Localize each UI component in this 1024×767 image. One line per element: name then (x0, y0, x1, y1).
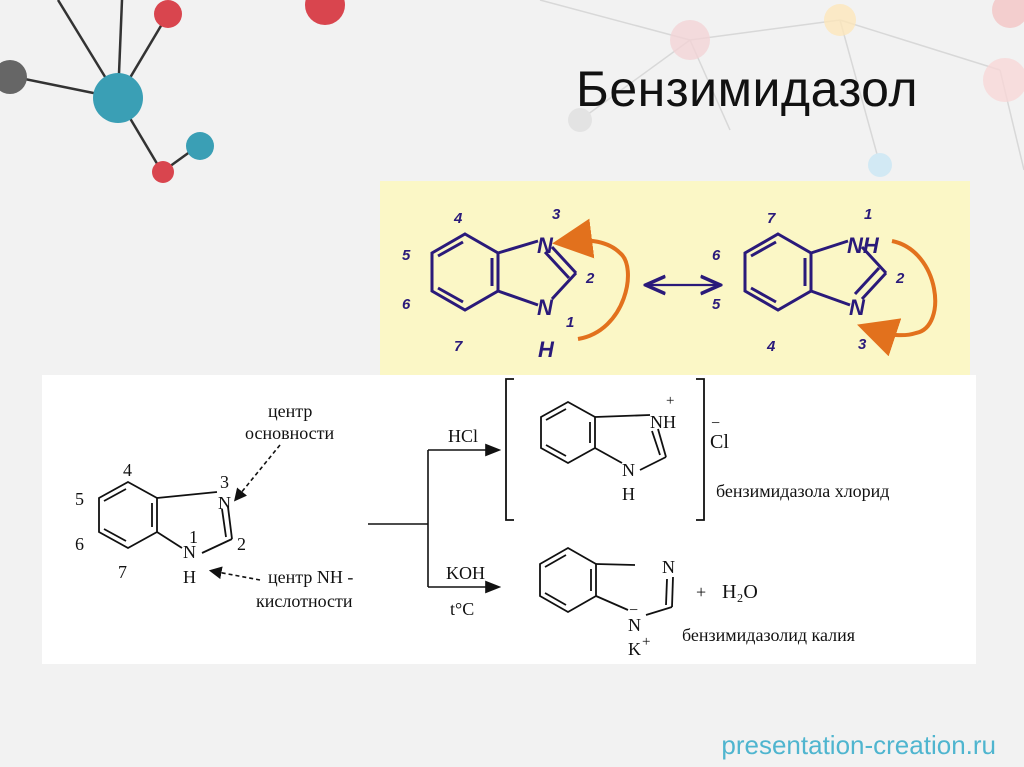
benz-label-2: 2 (237, 534, 246, 554)
reagent-koh: KOH (446, 563, 485, 583)
right-label-3: 3 (858, 336, 867, 353)
left-tautomer-structure (430, 232, 578, 312)
left-label-1: 1 (566, 314, 574, 331)
left-label-5: 5 (402, 247, 411, 264)
right-label-2: 2 (895, 270, 905, 287)
right-tautomer-structure (743, 232, 888, 312)
benz-label-1: 1 (189, 527, 198, 547)
product2-n3-atom: N (662, 557, 675, 577)
left-label-7: 7 (454, 338, 463, 355)
slide-title: Бензимидазол (576, 61, 919, 117)
acid-center-label-line1: центр NH - (268, 567, 353, 587)
left-label-3: 3 (552, 206, 561, 223)
left-h-atom: H (538, 337, 555, 362)
tautomer-panel: N N H 4 5 6 7 3 2 1 NH N 7 6 5 4 1 2 (380, 181, 970, 377)
product1-plus-charge: + (666, 393, 674, 409)
footer-url: presentation-creation.ru (721, 730, 996, 760)
right-label-4: 4 (766, 338, 776, 355)
basic-center-pointer (233, 444, 281, 502)
reaction-branch-lines (368, 450, 429, 587)
left-n1-atom: N (537, 295, 554, 320)
right-label-1: 1 (864, 206, 872, 223)
reagent-temperature: t°C (450, 599, 474, 619)
product1-brackets (505, 378, 705, 521)
right-nh-atom: NH (847, 233, 880, 258)
left-label-4: 4 (453, 210, 463, 227)
acid-center-pointer (208, 566, 261, 581)
product1-name: бензимидазола хлорид (716, 481, 889, 501)
left-label-2: 2 (585, 270, 595, 287)
benzimidazolium-structure (540, 400, 667, 471)
benz-n3-atom: N (218, 493, 231, 513)
benz-label-4: 4 (123, 460, 132, 480)
right-label-5: 5 (712, 296, 721, 313)
left-label-6: 6 (402, 296, 411, 313)
potassium-plus-charge: + (642, 634, 650, 650)
chloride-ion: Cl (710, 431, 729, 453)
benz-label-6: 6 (75, 534, 84, 554)
benzimidazole-structure (98, 480, 233, 554)
benz-n1-atom: N (183, 542, 196, 562)
water-formula: H₂O (722, 581, 758, 603)
product1-nh-atom: NH (650, 412, 676, 432)
reactions-diagram: N N H 4 5 6 7 3 2 1 центр основности цен… (75, 378, 889, 659)
basic-center-label-line1: центр (268, 401, 312, 421)
plus-sign: + (696, 582, 706, 602)
reactions-panel: N N H 4 5 6 7 3 2 1 центр основности цен… (42, 375, 976, 664)
benz-h-atom: H (183, 567, 196, 587)
product2-n1-atom: N (628, 615, 641, 635)
right-label-7: 7 (767, 210, 776, 227)
right-label-6: 6 (712, 247, 721, 264)
basic-center-label-line2: основности (245, 423, 335, 443)
product1-h-atom: H (622, 484, 635, 504)
benz-label-7: 7 (118, 562, 127, 582)
benz-label-5: 5 (75, 489, 84, 509)
potassium-atom: K (628, 639, 641, 659)
reagent-hcl: HCl (448, 426, 478, 446)
product2-minus-charge: − (629, 602, 638, 619)
product1-n-atom: N (622, 460, 635, 480)
right-proton-shift-arrow (857, 239, 938, 357)
product2-name: бензимидазолид калия (682, 625, 855, 645)
tautomer-diagram: N N H 4 5 6 7 3 2 1 NH N 7 6 5 4 1 2 (402, 206, 938, 362)
right-n3-atom: N (849, 295, 866, 320)
chloride-minus-charge: − (711, 415, 720, 432)
left-proton-shift-arrow (552, 218, 630, 341)
left-n3-atom: N (537, 233, 554, 258)
acid-center-label-line2: кислотности (256, 591, 353, 611)
benzimidazolide-structure (539, 546, 674, 616)
benz-label-3: 3 (220, 472, 229, 492)
